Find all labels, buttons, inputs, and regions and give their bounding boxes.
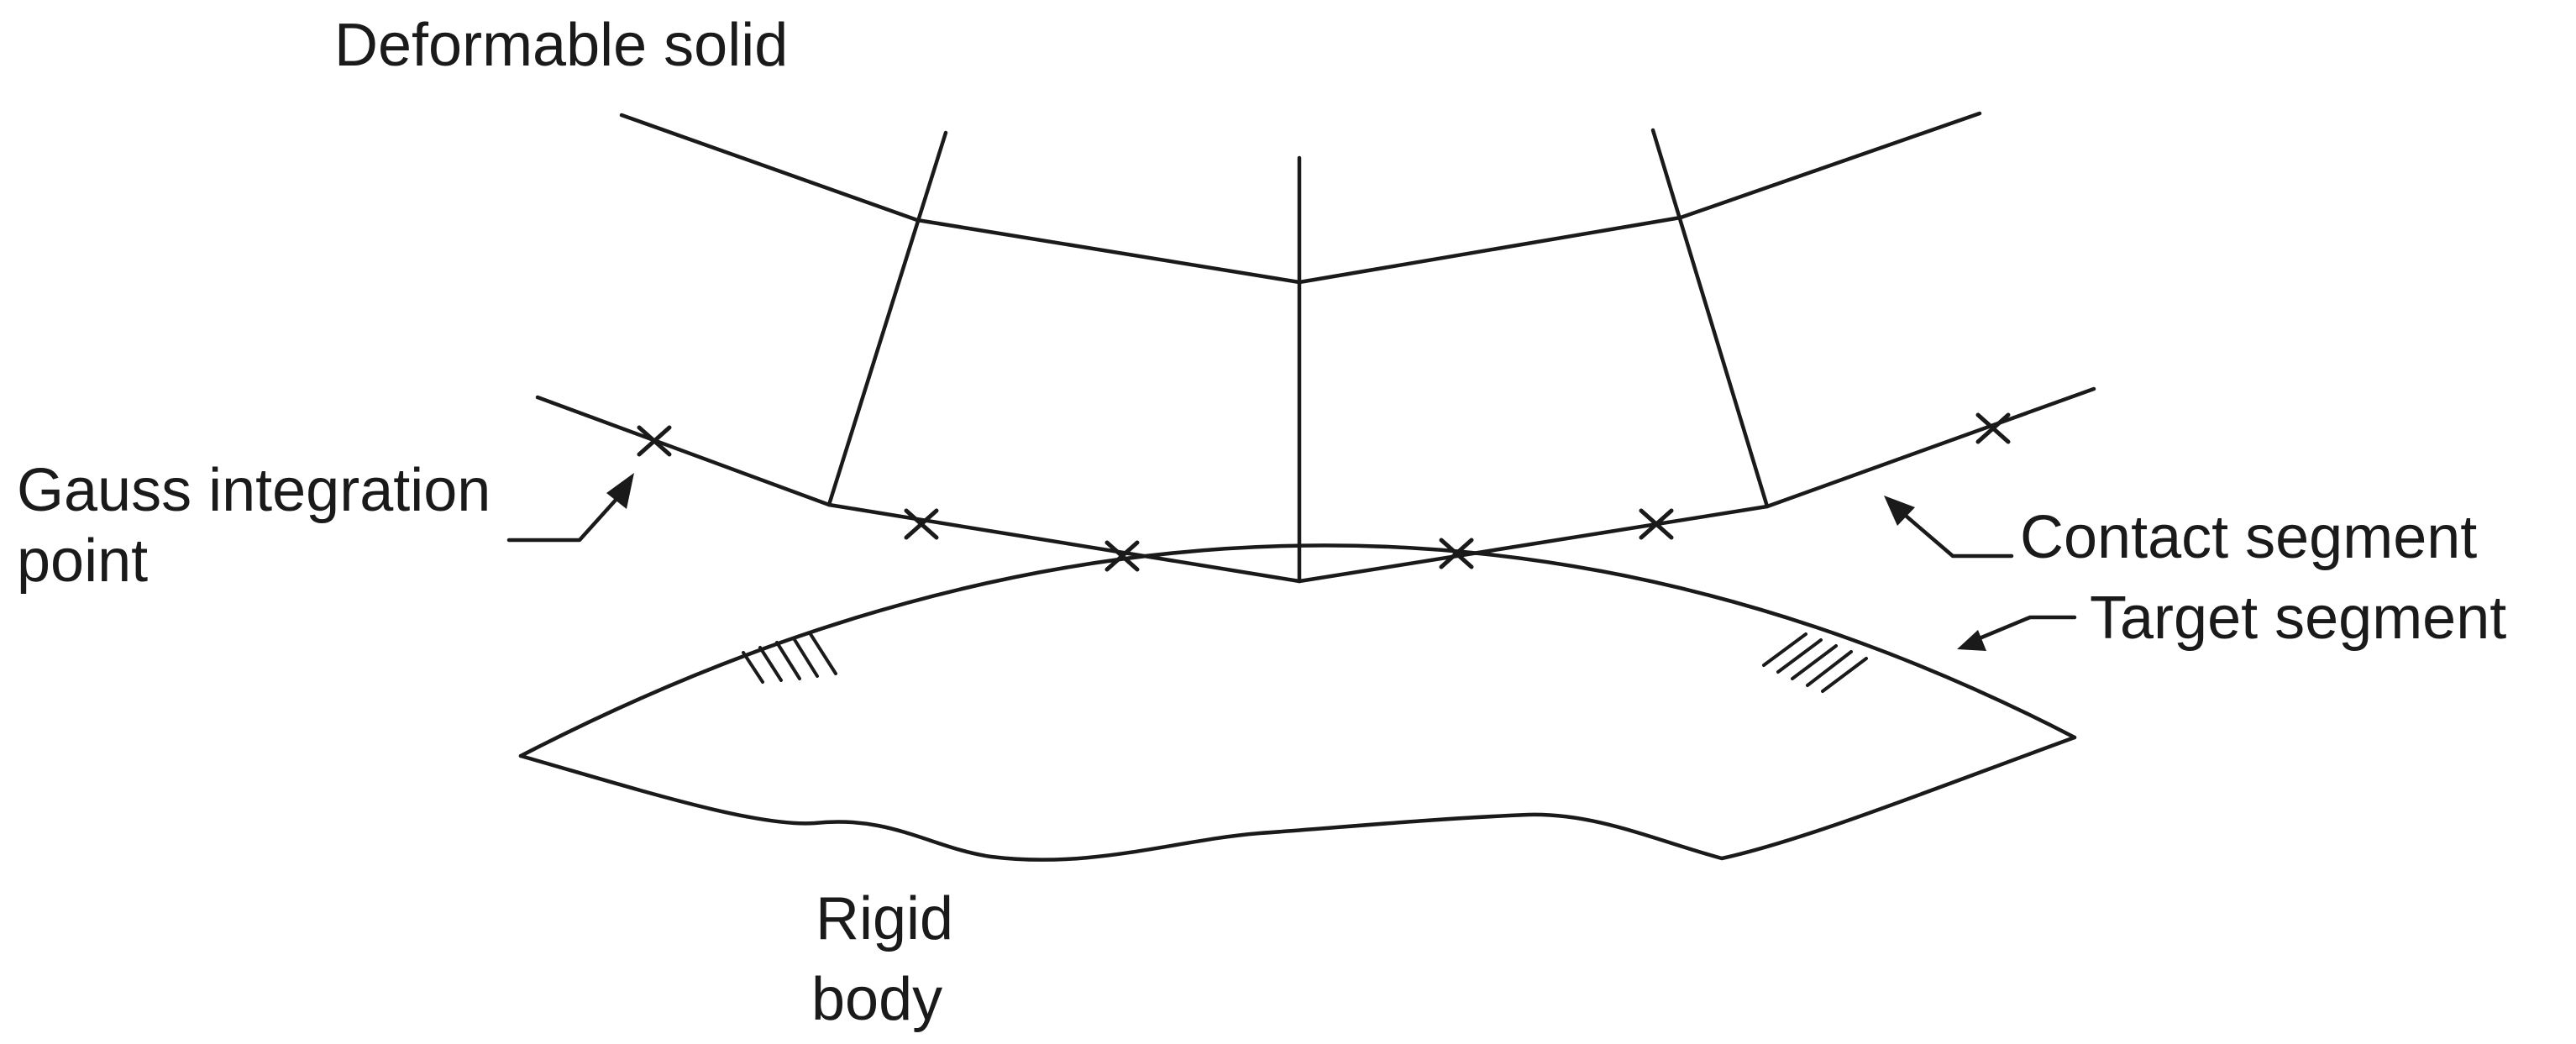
contact-leader [1884,496,2014,559]
gauss-point [904,508,939,540]
label-deformable-solid: Deformable solid [334,12,788,79]
gauss-points [637,412,2011,572]
label-contact-segment: Contact segment [2020,504,2477,571]
gauss-point [1639,508,1674,540]
label-body: body [811,966,942,1033]
label-target-segment: Target segment [2090,585,2506,652]
target-leader [1957,615,2077,651]
gauss-point [1439,538,1474,569]
deformable-solid-mesh [535,111,2096,584]
gauss-point [1975,412,2011,444]
label-rigid: Rigid [816,885,953,952]
mesh-edge-right [1650,128,1770,509]
label-gauss-line1: Gauss integration [17,457,491,524]
hatching-left [742,632,837,684]
label-gauss-line2: point [17,527,148,595]
mesh-edge-left [826,130,948,507]
contact-surface [535,386,2096,584]
gauss-leader [506,473,634,543]
gauss-point [637,425,672,457]
rigid-body-outline [518,735,2077,862]
hatching-right [1762,632,1868,693]
rigid-body [518,543,2077,862]
gauss-point [1104,540,1140,572]
